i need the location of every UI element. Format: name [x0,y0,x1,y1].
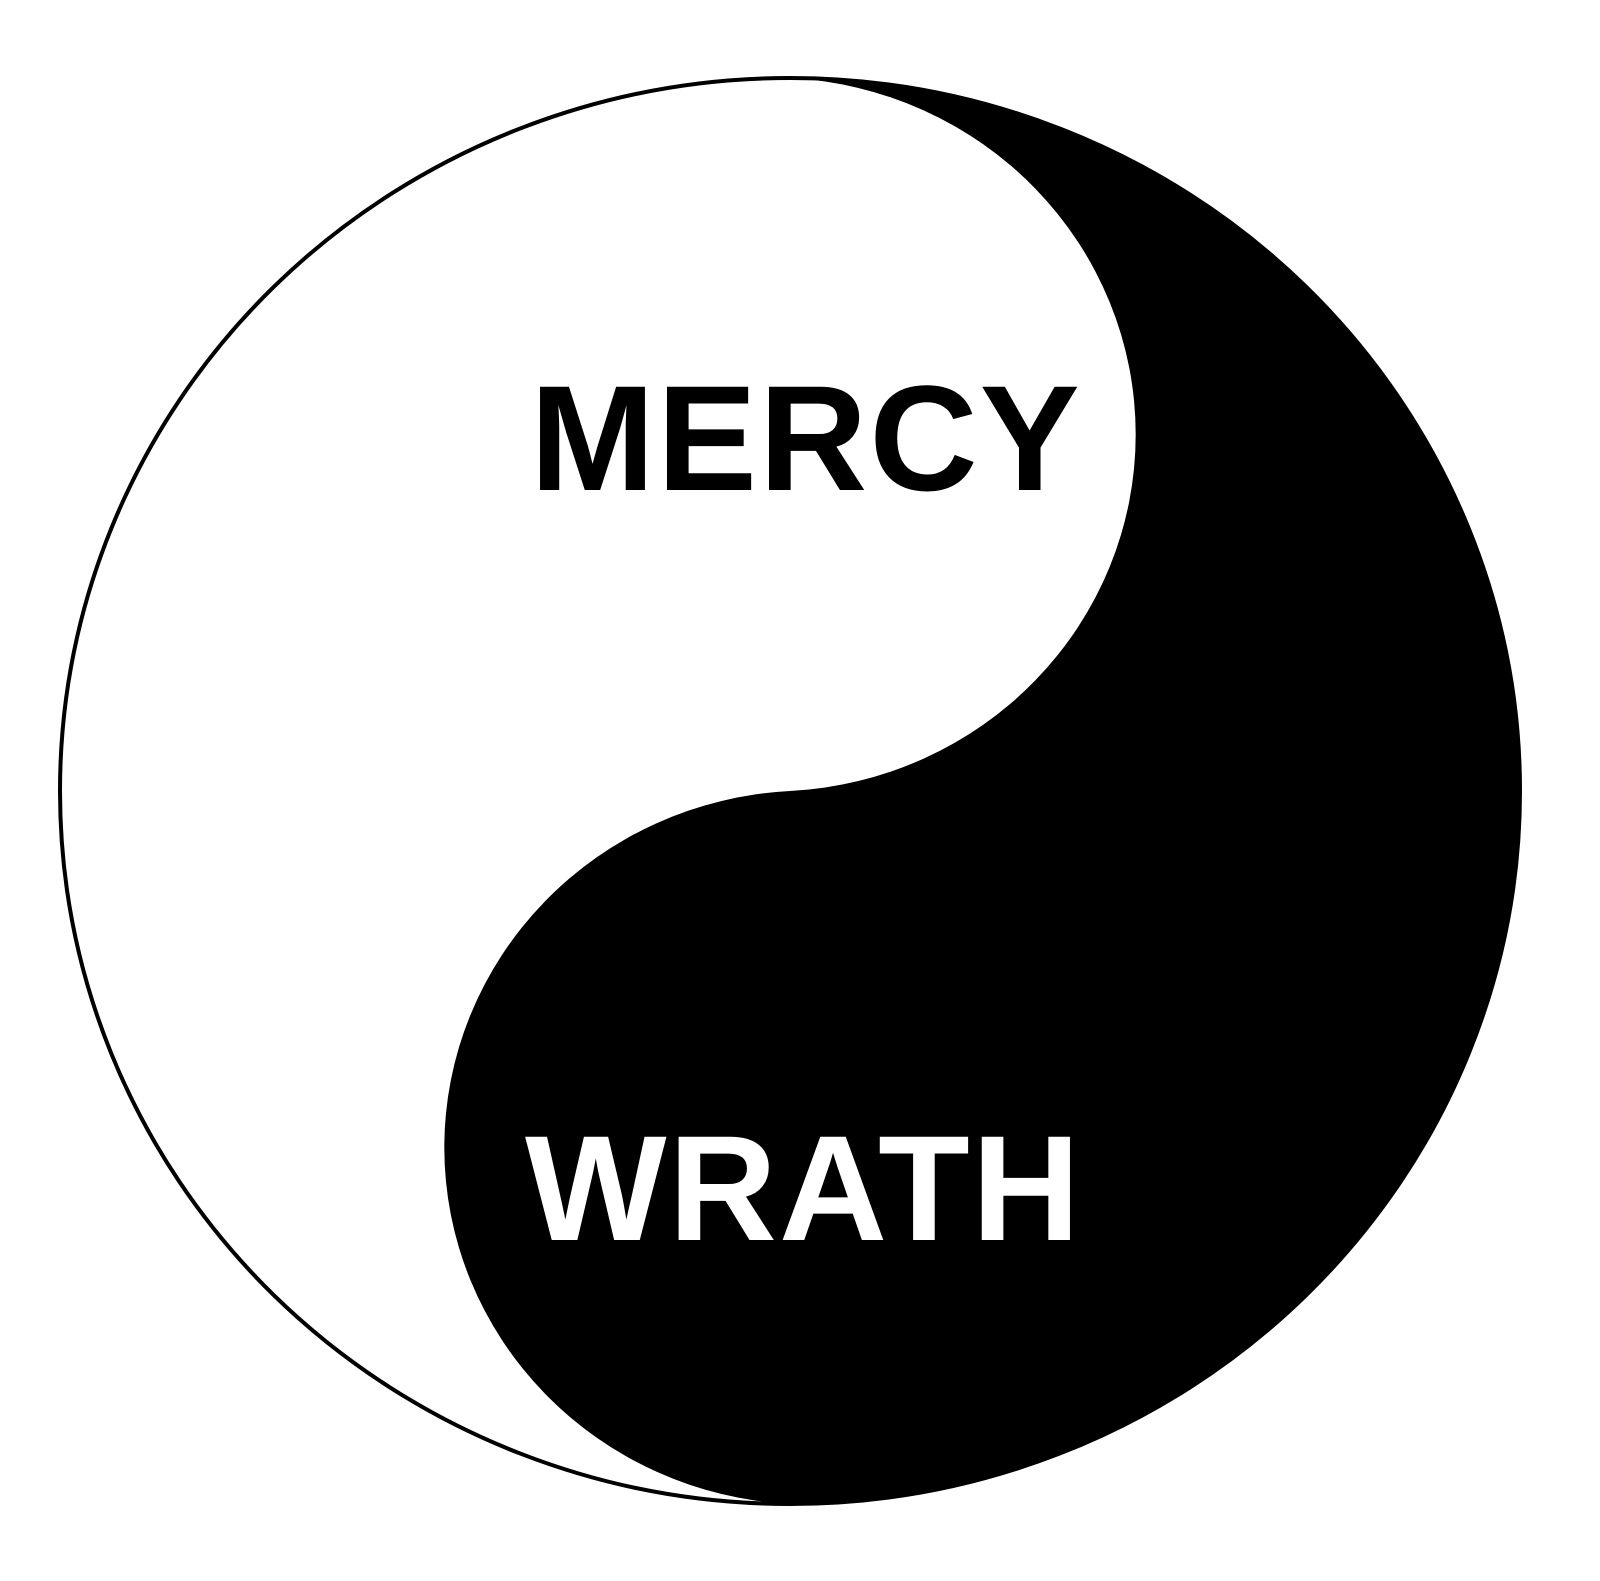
wrath-label: WRATH [525,1104,1082,1272]
dark-half [444,78,1520,1504]
circle-outline [58,76,1522,1506]
mercy-label: MERCY [530,354,1082,522]
